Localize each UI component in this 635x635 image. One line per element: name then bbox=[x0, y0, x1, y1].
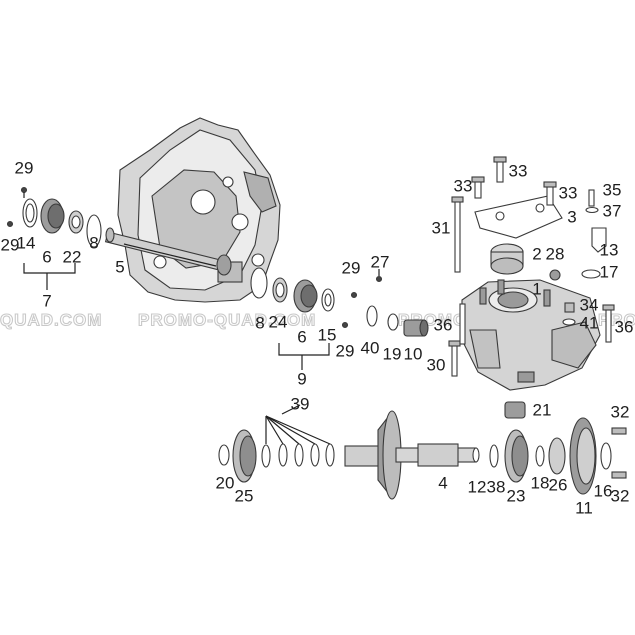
part-labels: 29 29 14 6 22 8 7 5 8 24 6 15 9 29 27 29… bbox=[1, 158, 634, 517]
watermark-segment-1: QUAD.COM bbox=[0, 310, 102, 329]
label-8: 8 bbox=[255, 313, 264, 332]
label-13: 13 bbox=[600, 240, 619, 259]
label-19: 19 bbox=[383, 344, 402, 363]
label-17: 17 bbox=[600, 262, 619, 281]
label-29: 29 bbox=[1, 235, 20, 254]
small-parts-40-19-10 bbox=[366, 305, 429, 337]
label-21: 21 bbox=[533, 400, 552, 419]
label-14: 14 bbox=[17, 233, 36, 252]
label-30: 30 bbox=[427, 355, 446, 374]
label-16: 16 bbox=[594, 481, 613, 500]
label-27: 27 bbox=[371, 252, 390, 271]
label-33: 33 bbox=[454, 176, 473, 195]
label-11: 11 bbox=[575, 498, 593, 517]
watermark-segment-2: PROMO-QUAD.COM bbox=[138, 310, 316, 329]
left-bearing-group bbox=[6, 186, 102, 248]
label-12: 12 bbox=[468, 477, 487, 496]
label-10: 10 bbox=[404, 344, 423, 363]
bottom-shaft-assembly bbox=[218, 401, 627, 500]
label-18: 18 bbox=[531, 473, 550, 492]
label-9: 9 bbox=[297, 369, 306, 388]
shaft-5 bbox=[104, 227, 232, 276]
label-23: 23 bbox=[507, 486, 526, 505]
label-24: 24 bbox=[269, 312, 288, 331]
gear-housing bbox=[461, 195, 601, 391]
label-6: 6 bbox=[297, 327, 306, 346]
label-3: 3 bbox=[567, 207, 576, 226]
label-36: 36 bbox=[434, 315, 453, 334]
label-29: 29 bbox=[15, 158, 34, 177]
label-4: 4 bbox=[438, 473, 447, 492]
label-33: 33 bbox=[509, 161, 528, 180]
label-26: 26 bbox=[549, 475, 568, 494]
label-6: 6 bbox=[42, 247, 51, 266]
label-31: 31 bbox=[432, 218, 451, 237]
label-1: 1 bbox=[532, 279, 541, 298]
label-29: 29 bbox=[342, 258, 361, 277]
label-33: 33 bbox=[559, 183, 578, 202]
label-38: 38 bbox=[487, 477, 506, 496]
leader-lines bbox=[23, 263, 331, 445]
label-7: 7 bbox=[42, 291, 51, 310]
label-41: 41 bbox=[580, 313, 599, 332]
label-20: 20 bbox=[216, 473, 235, 492]
label-32: 32 bbox=[611, 486, 630, 505]
label-29: 29 bbox=[336, 341, 355, 360]
label-37: 37 bbox=[603, 201, 622, 220]
middle-bearing-group bbox=[250, 267, 383, 329]
label-28: 28 bbox=[546, 244, 565, 263]
label-35: 35 bbox=[603, 180, 622, 199]
label-40: 40 bbox=[361, 338, 380, 357]
label-8: 8 bbox=[89, 233, 98, 252]
label-5: 5 bbox=[115, 257, 124, 276]
label-15: 15 bbox=[318, 325, 337, 344]
label-25: 25 bbox=[235, 486, 254, 505]
bolts-right bbox=[448, 156, 615, 377]
label-32: 32 bbox=[611, 402, 630, 421]
label-34: 34 bbox=[580, 295, 599, 314]
crankcase-half bbox=[117, 117, 281, 303]
label-36: 36 bbox=[615, 317, 634, 336]
label-22: 22 bbox=[63, 247, 82, 266]
label-39: 39 bbox=[291, 394, 310, 413]
label-2: 2 bbox=[532, 244, 541, 263]
